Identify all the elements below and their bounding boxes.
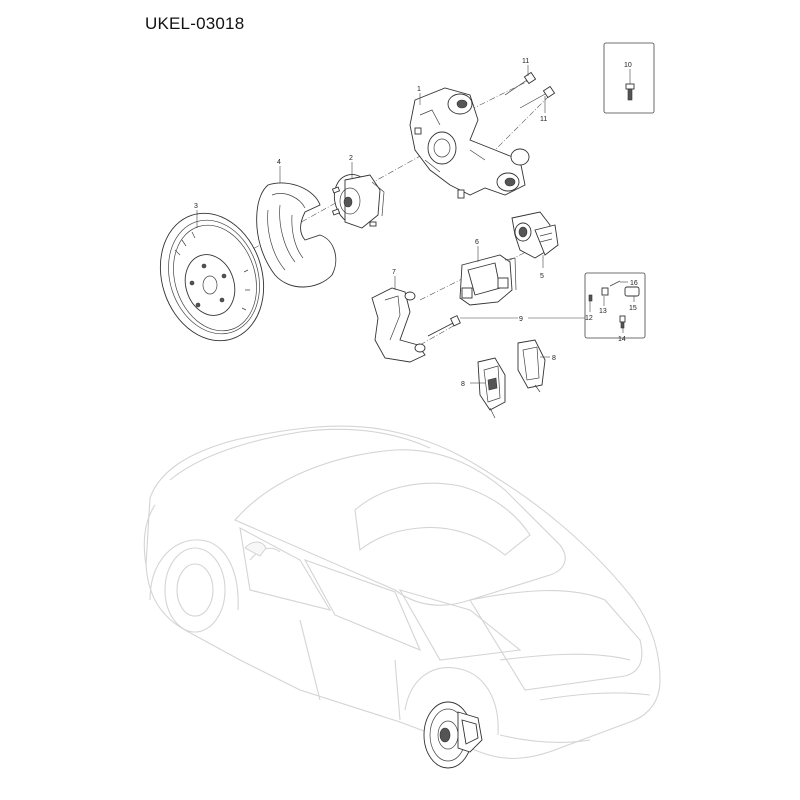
part-5-parking-brake-motor[interactable] <box>511 211 559 259</box>
callout-13[interactable]: 13 <box>599 308 607 315</box>
part-7-caliper-bracket[interactable] <box>371 287 426 363</box>
callout-3[interactable]: 3 <box>194 203 198 210</box>
callout-7[interactable]: 7 <box>392 269 396 276</box>
part-10-bolt-inset-box[interactable] <box>603 42 655 114</box>
callout-9[interactable]: 9 <box>519 316 523 323</box>
diagram-title: UKEL-03018 <box>145 14 245 33</box>
callout-12[interactable]: 12 <box>585 315 593 322</box>
callout-4[interactable]: 4 <box>277 159 281 166</box>
part-4-dust-shield[interactable] <box>256 182 337 288</box>
callout-5[interactable]: 5 <box>540 273 544 280</box>
callout-6[interactable]: 6 <box>475 239 479 246</box>
part-2-hub-bearing[interactable] <box>328 169 385 231</box>
part-1-steering-knuckle[interactable] <box>409 87 530 199</box>
callout-11-upper[interactable]: 11 <box>522 58 529 65</box>
part-8-brake-pad-inner[interactable] <box>517 339 546 393</box>
callout-8-outer[interactable]: 8 <box>461 381 465 388</box>
vehicle-outline <box>143 425 661 759</box>
part-8-brake-pad-outer[interactable] <box>477 357 506 419</box>
callout-15[interactable]: 15 <box>629 305 637 312</box>
callout-2[interactable]: 2 <box>349 155 353 162</box>
part-11-bolt-upper[interactable] <box>504 71 537 96</box>
parts-12-16-inset-box[interactable] <box>584 272 646 339</box>
callout-10[interactable]: 10 <box>624 62 632 69</box>
part-3-brake-disc[interactable] <box>144 200 279 355</box>
vehicle-rear-brake-highlight <box>423 701 483 769</box>
callout-8-inner[interactable]: 8 <box>552 355 556 362</box>
callout-11-lower[interactable]: 11 <box>540 116 547 123</box>
callout-numbers: 1 2 3 4 5 6 7 8 8 9 10 11 11 12 13 14 15… <box>194 58 638 388</box>
callout-14[interactable]: 14 <box>618 336 626 343</box>
callout-1[interactable]: 1 <box>417 86 421 93</box>
callout-16[interactable]: 16 <box>630 280 638 287</box>
part-6-brake-caliper[interactable] <box>459 254 517 306</box>
part-11-bolt-lower[interactable] <box>519 85 556 109</box>
part-9-guide-pin[interactable] <box>427 315 461 337</box>
callout-leader-lines <box>196 65 635 384</box>
